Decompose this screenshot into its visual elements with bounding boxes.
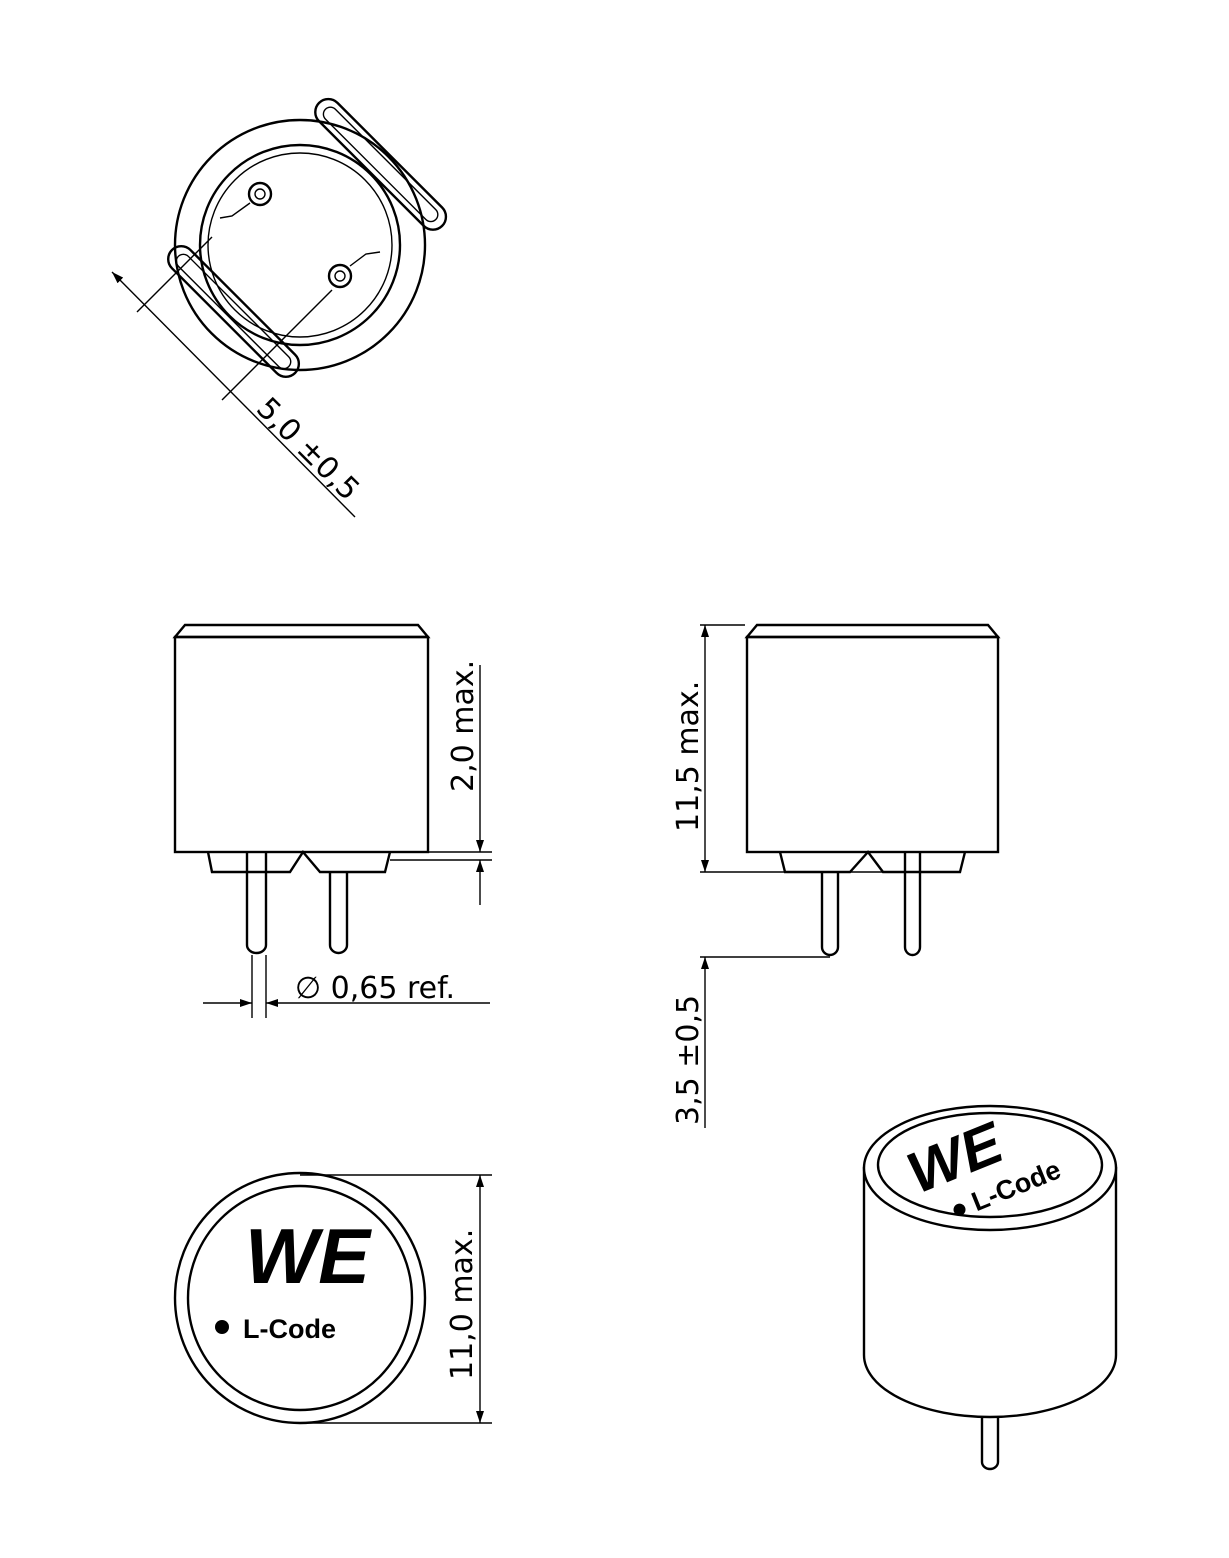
pin-length-label: 3,5 ±0,5 (671, 995, 706, 1125)
l-code-label: L-Code (243, 1314, 336, 1344)
pin-spacing-label: 5,0 ±0,5 (249, 391, 366, 508)
pin-diameter-label: ∅ 0,65 ref. (295, 971, 455, 1006)
polarity-dot-3d (953, 1203, 966, 1216)
top-view: WE L-Code 11,0 max. (173, 1171, 492, 1425)
height-label: 11,5 max. (671, 681, 706, 832)
polarity-dot (215, 1320, 229, 1334)
diameter-label: 11,0 max. (445, 1229, 480, 1380)
bottom-view: 5,0 ±0,5 (111, 97, 448, 518)
side-view: 11,5 max. 3,5 ±0,5 (671, 623, 1001, 1128)
isometric-view: WE L-Code (862, 1104, 1118, 1471)
front-view: 2,0 max. ∅ 0,65 ref. (172, 623, 492, 1018)
standoff-label: 2,0 max. (446, 660, 481, 792)
we-logo: WE (245, 1212, 372, 1300)
